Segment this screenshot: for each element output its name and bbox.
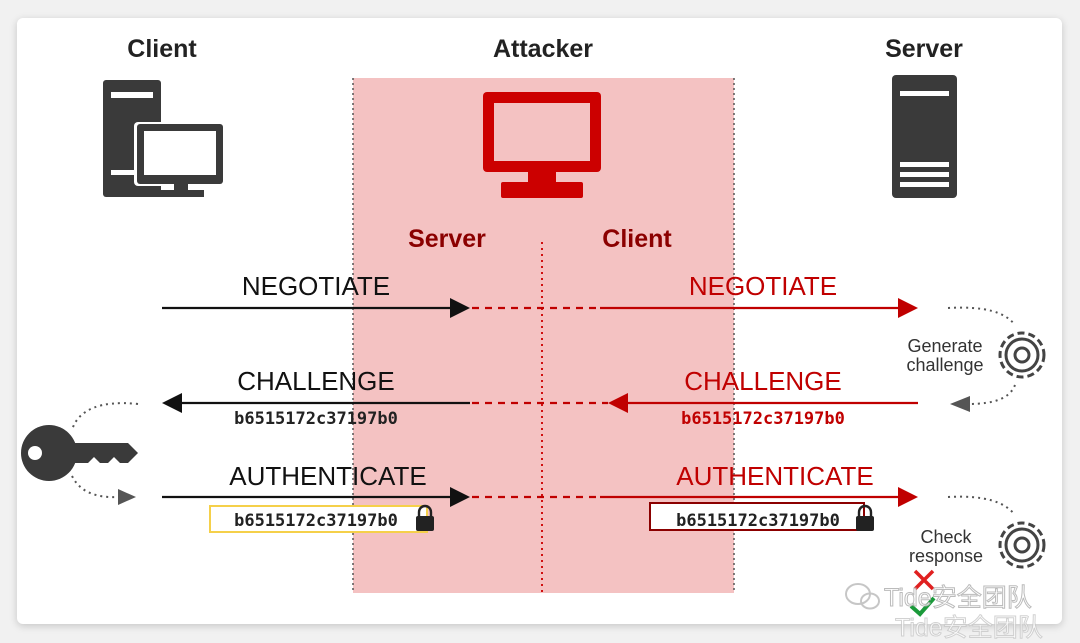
key-curve-top bbox=[71, 402, 139, 431]
key-curve-bottom bbox=[71, 475, 119, 499]
auth-hex-right: b6515172c37197b0 bbox=[676, 511, 840, 531]
challenge-hex-left: b6515172c37197b0 bbox=[234, 409, 398, 429]
challenge-arrow-right bbox=[608, 393, 918, 413]
generate-label-line1: Generate bbox=[907, 336, 982, 356]
negotiate-arrow-right bbox=[600, 298, 918, 318]
gear-icon bbox=[998, 331, 1046, 379]
key-curve-arrowhead bbox=[118, 489, 136, 505]
check-label-line1: Check bbox=[920, 527, 972, 547]
watermark-text: Tide安全团队 bbox=[884, 584, 1032, 612]
key-icon bbox=[21, 425, 138, 481]
watermark-text-shadow: Tide安全团队 bbox=[895, 614, 1043, 642]
challenge-hex-right: b6515172c37197b0 bbox=[681, 409, 845, 429]
challenge-label-left: CHALLENGE bbox=[237, 366, 395, 396]
authenticate-arrow-left bbox=[162, 487, 470, 507]
check-label-line2: response bbox=[909, 546, 983, 566]
generate-curve-top bbox=[947, 306, 1016, 326]
server-tower-icon bbox=[892, 75, 957, 198]
wechat-icon bbox=[845, 583, 880, 610]
authenticate-label-left: AUTHENTICATE bbox=[229, 461, 426, 491]
attacker-title: Attacker bbox=[493, 35, 593, 63]
desktop-computers-icon bbox=[103, 80, 226, 197]
generate-label-line2: challenge bbox=[906, 355, 983, 375]
auth-hex-left: b6515172c37197b0 bbox=[234, 511, 398, 531]
authenticate-label-right: AUTHENTICATE bbox=[676, 461, 873, 491]
check-curve-top bbox=[947, 495, 1016, 516]
lock-icon bbox=[416, 504, 434, 531]
gear-icon bbox=[998, 521, 1046, 569]
checkmark-icon bbox=[909, 596, 936, 617]
authenticate-arrow-right bbox=[600, 487, 918, 507]
negotiate-label-right: NEGOTIATE bbox=[689, 271, 837, 301]
challenge-label-right: CHALLENGE bbox=[684, 366, 842, 396]
monitor-icon bbox=[483, 92, 601, 198]
cross-icon bbox=[913, 569, 935, 591]
generate-curve-arrowhead bbox=[950, 396, 970, 412]
lock-icon bbox=[856, 504, 874, 531]
negotiate-label-left: NEGOTIATE bbox=[242, 271, 390, 301]
challenge-arrow-left bbox=[162, 393, 470, 413]
negotiate-arrow-left bbox=[162, 298, 470, 318]
client-title: Client bbox=[127, 35, 197, 63]
generate-curve-bottom bbox=[967, 384, 1016, 405]
attacker-server-label: Server bbox=[408, 225, 486, 253]
server-title: Server bbox=[885, 35, 963, 63]
attacker-client-label: Client bbox=[602, 225, 672, 253]
